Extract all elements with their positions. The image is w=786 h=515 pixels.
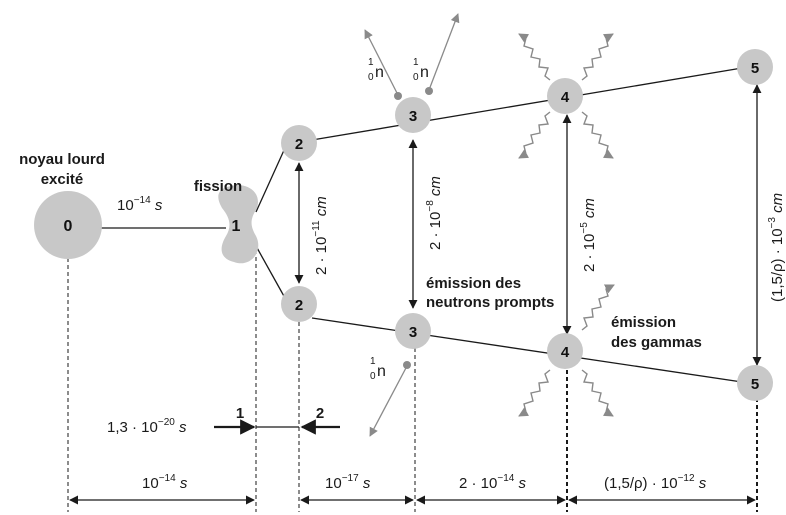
label-noyau-lourd: noyau lourd xyxy=(19,151,105,168)
label-excite: excité xyxy=(41,171,84,188)
gamma-bottom-ur xyxy=(582,285,614,330)
svg-text:1: 1 xyxy=(368,57,374,68)
svg-text:2: 2 xyxy=(295,136,303,153)
svg-text:3: 3 xyxy=(409,324,417,341)
svg-text:5: 5 xyxy=(751,60,759,77)
svg-text:0: 0 xyxy=(368,72,374,83)
svg-text:0: 0 xyxy=(64,218,73,235)
svg-text:0: 0 xyxy=(370,371,376,382)
node-1-fission: 1 xyxy=(218,185,258,263)
timeline-label-3: 2 · 10−14 s xyxy=(459,473,526,492)
label-emission-neutrons-2: neutrons prompts xyxy=(426,294,554,311)
gamma-bottom-ll xyxy=(519,370,550,416)
label-emission-neutrons-1: émission des xyxy=(426,275,521,292)
svg-text:4: 4 xyxy=(561,89,570,106)
neutron-symbol-2: 1 0 n xyxy=(413,57,429,83)
gamma-top-ll xyxy=(519,112,550,158)
node-4-bottom: 4 xyxy=(547,333,583,369)
svg-text:1: 1 xyxy=(413,57,419,68)
neutron-symbol-3: 1 0 n xyxy=(370,356,386,382)
timeline-label-4: (1,5/ρ) · 10−12 s xyxy=(604,473,707,492)
svg-text:4: 4 xyxy=(561,344,570,361)
gamma-top-ul xyxy=(519,34,550,80)
node-5-top: 5 xyxy=(737,49,773,85)
node-3-top: 3 xyxy=(395,97,431,133)
node-2-top: 2 xyxy=(281,125,317,161)
gamma-top-ur xyxy=(582,34,613,80)
line-1-2-bottom xyxy=(256,246,285,298)
label-time-0-1: 10−14 s xyxy=(117,195,163,214)
svg-text:n: n xyxy=(377,363,386,380)
scission-marker-1: 1 xyxy=(236,405,244,422)
scission-marker-2: 2 xyxy=(316,405,324,422)
label-distance-4: 2 · 10−5 cm xyxy=(579,198,598,272)
node-2-bottom: 2 xyxy=(281,286,317,322)
label-emission-gammas-2: des gammas xyxy=(611,334,702,351)
node-4-top: 4 xyxy=(547,78,583,114)
svg-text:1: 1 xyxy=(370,356,376,367)
label-fission: fission xyxy=(194,178,242,195)
gamma-top-lr xyxy=(582,112,613,158)
node-0: 0 xyxy=(34,191,102,259)
svg-text:n: n xyxy=(375,64,384,81)
label-distance-5: (1,5/ρ) · 10−3 cm xyxy=(767,193,786,302)
label-emission-gammas-1: émission xyxy=(611,314,676,331)
svg-text:3: 3 xyxy=(409,108,417,125)
svg-text:0: 0 xyxy=(413,72,419,83)
label-scission-time: 1,3 · 10−20 s xyxy=(107,417,187,436)
svg-text:5: 5 xyxy=(751,376,759,393)
svg-text:n: n xyxy=(420,64,429,81)
label-distance-2: 2 · 10−11 cm xyxy=(311,196,330,275)
node-3-bottom: 3 xyxy=(395,313,431,349)
gamma-bottom-lr xyxy=(582,370,613,416)
svg-text:2: 2 xyxy=(295,297,303,314)
neutron-symbol-1: 1 0 n xyxy=(368,57,384,83)
line-1-2-top xyxy=(256,148,285,212)
node-5-bottom: 5 xyxy=(737,365,773,401)
timeline-label-1: 10−14 s xyxy=(142,473,188,492)
svg-text:1: 1 xyxy=(232,218,241,235)
neutron-top-right xyxy=(425,14,458,95)
timeline-label-2: 10−17 s xyxy=(325,473,371,492)
label-distance-3: 2 · 10−8 cm xyxy=(425,176,444,250)
